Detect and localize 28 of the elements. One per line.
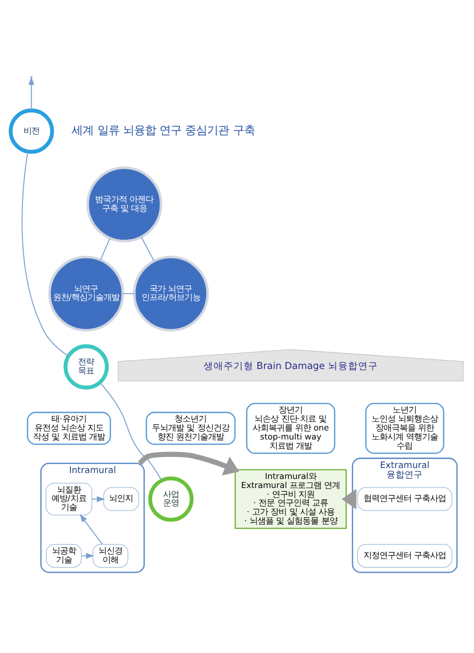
arrow [92,496,106,502]
arrow [342,488,356,509]
node-circle: 국가 뇌연구 인프라/허브기능 [133,255,209,331]
node-box: 태·유아기 유전성 뇌손상 지도 작성 및 치료법 개발 [26,411,112,444]
node-box: 청소년기 두뇌개발 및 정신건강 향진 원천기술개발 [146,411,236,444]
arrow [81,552,94,558]
connector [140,236,154,261]
node-box: 뇌질환 예방/치료 기술 [46,482,92,515]
node-box: 장년기 뇌손상 진단·치료 및 사회복귀를 위한 one stop-multi way 치료법 개발 [246,402,336,454]
node-box: 노년기 노인성 뇌퇴행손상 장애극복을 위한 노화시계 역행기술 수립 [365,402,444,454]
connector [99,382,162,480]
node-box: 뇌공학 기술 [46,544,82,568]
node-circle: 비전 [8,108,54,154]
node-box: 지정연구센터 구축사업 [357,544,452,568]
node-box: 뇌신경 이해 [92,544,128,568]
node-circle: 뇌연구 원천/핵심기술개발 [48,255,124,331]
node-circle: 범국가적 아젠다 구축 및 대응 [86,166,162,242]
connector [22,150,69,356]
arrow [80,514,103,544]
node-box: 협력연구센터 구축사업 [357,486,452,510]
node-box: 뇌인지 [103,486,140,510]
connector [100,237,110,260]
label: 세계 일류 뇌융합 연구 중심기관 구축 [72,122,255,136]
node-circle: 전략 목표 [64,344,109,389]
node-box: Intramural와 Extramural 프로그램 연계 · 연구비 지원 · 전문 연구인력 교류 · 고가 장비 및 시설 사용 · 뇌샘플 및 실험동물 분양 [234,468,347,529]
connector [122,292,135,294]
arrow [138,451,240,476]
node-circle: 사업 운영 [148,476,194,522]
